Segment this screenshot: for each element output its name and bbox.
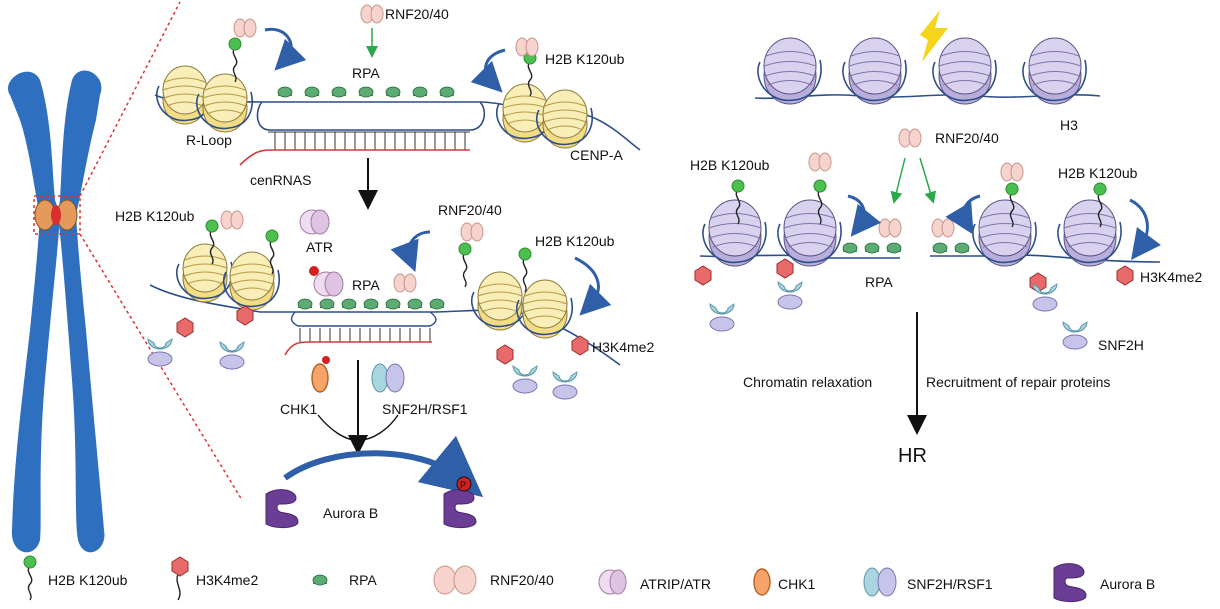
aurora-b-label: Aurora B: [323, 505, 378, 521]
h3-label: H3: [1060, 117, 1078, 133]
mid-h2b-left-label: H2B K120ub: [115, 208, 195, 224]
legend-h3k4-label: H3K4me2: [196, 572, 258, 588]
legend-rpa-label: RPA: [349, 572, 377, 588]
mid-rnf-label: RNF20/40: [438, 202, 502, 218]
right-h2b-right-label: H2B K120ub: [1058, 165, 1138, 181]
chk1-icon: [311, 363, 329, 393]
right-rnf-label: RNF20/40: [935, 130, 999, 146]
legend-rpa: RPA: [312, 572, 377, 588]
right-snf2h-label: SNF2H: [1098, 337, 1144, 353]
mid-h3k4-label: H3K4me2: [592, 339, 654, 355]
legend-aurora: Aurora B: [1053, 563, 1155, 603]
cenp-a-label: CENP-A: [570, 147, 624, 163]
top-h2b-label: H2B K120ub: [545, 51, 625, 67]
mid-rpa-label: RPA: [352, 277, 380, 293]
legend-rnf: RNF20/40: [433, 565, 554, 595]
relaxation-label: Chromatin relaxation: [743, 374, 872, 390]
legend-snf: SNF2H/RSF1: [863, 567, 993, 597]
right-h3k4-label: H3K4me2: [1140, 269, 1202, 285]
mid-h2b-right-label: H2B K120ub: [535, 233, 615, 249]
chromosome-icon: [7, 1, 243, 553]
mid-left-panel: H2B K120ub ATR RNF20/40 H2B K120ub RPA H…: [115, 202, 654, 400]
top-rpa-label: RPA: [352, 65, 380, 81]
legend-snf-label: SNF2H/RSF1: [907, 576, 993, 592]
chk1-label: CHK1: [280, 401, 318, 417]
phospho-label: P: [460, 480, 466, 490]
lightning-icon: [920, 10, 948, 62]
bottom-left: CHK1 SNF2H/RSF1 P Aurora B: [265, 356, 484, 529]
legend-chk1: CHK1: [753, 568, 816, 596]
legend-rnf-label: RNF20/40: [490, 572, 554, 588]
aurora-b-icon: [265, 489, 299, 529]
legend-aurora-label: Aurora B: [1100, 576, 1155, 592]
legend-chk1-label: CHK1: [778, 576, 816, 592]
legend-h3k4: H3K4me2: [171, 556, 258, 601]
legend-atr-label: ATRIP/ATR: [640, 576, 711, 592]
atr-label: ATR: [306, 239, 333, 255]
legend-h2b: H2B K120ub: [23, 555, 128, 601]
recruitment-label: Recruitment of repair proteins: [926, 374, 1110, 390]
aurora-b-p-icon: [443, 489, 477, 529]
hr-label: HR: [898, 445, 927, 467]
snf2h-rsf1-label: SNF2H/RSF1: [382, 401, 468, 417]
legend: H2B K120ub H3K4me2 RPA RNF20/40 ATRIP/AT…: [23, 555, 1155, 603]
legend-h2b-label: H2B K120ub: [48, 572, 128, 588]
right-rpa-label: RPA: [865, 274, 893, 290]
legend-atr: ATRIP/ATR: [598, 569, 711, 595]
snf2h-rsf1-icon: [371, 363, 405, 393]
right-h2b-left-label: H2B K120ub: [690, 157, 770, 173]
top-rnf-label: RNF20/40: [385, 6, 449, 22]
cenrnas-label: cenRNAS: [250, 172, 311, 188]
right-panel: H3 RNF20/40 H2B K120ub H2B K120ub: [690, 10, 1202, 467]
top-left-panel: RNF20/40 RPA H2B K120ub R-Loop CENP-A ce…: [154, 4, 641, 188]
rloop-label: R-Loop: [186, 132, 232, 148]
